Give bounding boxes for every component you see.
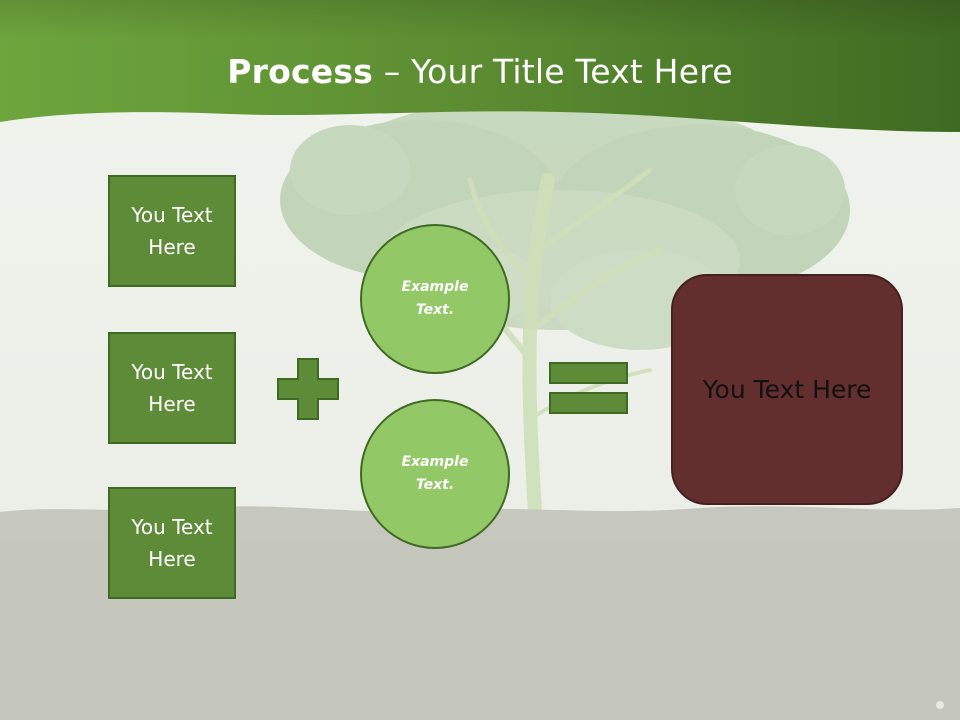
header-band <box>0 0 960 132</box>
title-bold: Process <box>227 52 374 91</box>
text-box-1-label: You Text Here <box>131 203 213 259</box>
equals-icon <box>549 362 628 414</box>
text-box-1[interactable]: You Text Here <box>108 175 236 287</box>
result-box-label: You Text Here <box>702 375 872 404</box>
text-box-2-label: You Text Here <box>131 360 213 416</box>
page-title: Process – Your Title Text Here <box>0 52 960 91</box>
text-box-3[interactable]: You Text Here <box>108 487 236 599</box>
result-box[interactable]: You Text Here <box>671 274 903 505</box>
text-box-2[interactable]: You Text Here <box>108 332 236 444</box>
example-circle-2[interactable]: Example Text. <box>360 399 510 549</box>
example-circle-1[interactable]: Example Text. <box>360 224 510 374</box>
decor-dot <box>936 701 944 709</box>
example-circle-2-label: Example Text. <box>401 454 469 493</box>
example-circle-1-label: Example Text. <box>401 279 469 318</box>
text-box-3-label: You Text Here <box>131 515 213 571</box>
soil <box>0 506 960 720</box>
plus-icon <box>277 358 339 420</box>
title-rest: – Your Title Text Here <box>373 52 733 91</box>
